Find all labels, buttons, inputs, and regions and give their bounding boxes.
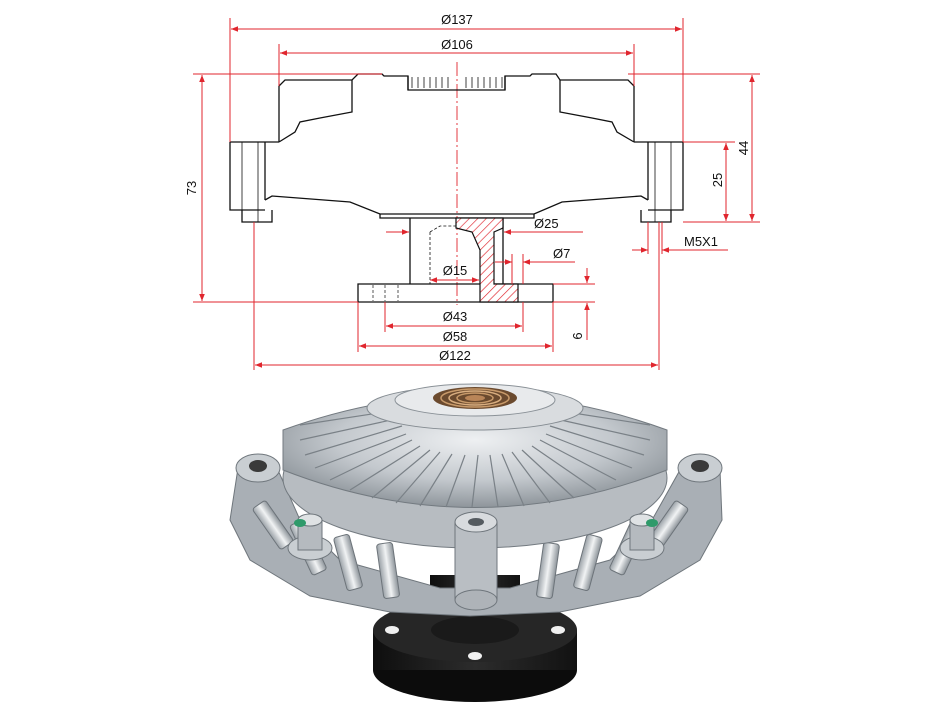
bolt-hole bbox=[468, 652, 482, 660]
dimension-h73: 73 bbox=[184, 73, 382, 303]
label-h6: 6 bbox=[570, 332, 585, 339]
label-h25: 25 bbox=[710, 173, 725, 187]
dimension-d122: Ø122 bbox=[253, 222, 660, 370]
dimension-d7: Ø7 bbox=[495, 246, 575, 284]
label-d58: Ø58 bbox=[443, 329, 468, 344]
radial-fins bbox=[299, 409, 651, 508]
label-d25: Ø25 bbox=[534, 216, 559, 231]
label-thread: M5X1 bbox=[684, 234, 718, 249]
dimension-h44: 44 bbox=[628, 73, 760, 223]
label-d43: Ø43 bbox=[443, 309, 468, 324]
label-h73: 73 bbox=[184, 181, 199, 195]
dimension-thread: M5X1 bbox=[632, 222, 728, 254]
dimension-d15: Ø15 bbox=[430, 263, 479, 283]
label-d106: Ø106 bbox=[441, 37, 473, 52]
label-h44: 44 bbox=[736, 141, 751, 155]
dimension-d58: Ø58 bbox=[357, 302, 554, 352]
fan-clutch-photo bbox=[229, 383, 723, 702]
front-studs bbox=[287, 511, 665, 611]
dimension-h25: 25 bbox=[683, 141, 735, 221]
dimension-d43: Ø43 bbox=[384, 302, 524, 332]
label-d137: Ø137 bbox=[441, 12, 473, 27]
section-hatch bbox=[455, 217, 519, 303]
label-d15: Ø15 bbox=[443, 263, 468, 278]
dimension-h6: 6 bbox=[553, 268, 595, 340]
label-d122: Ø122 bbox=[439, 348, 471, 363]
label-d7: Ø7 bbox=[553, 246, 570, 261]
bimetal-spring bbox=[433, 387, 517, 409]
bolt-hole bbox=[385, 626, 399, 634]
dimension-d25: Ø25 bbox=[386, 216, 583, 235]
dimension-d106: Ø106 bbox=[278, 37, 635, 86]
technical-drawing: Ø137 Ø106 73 44 25 bbox=[184, 12, 760, 370]
top-fins bbox=[411, 77, 503, 88]
dimension-d137: Ø137 bbox=[229, 12, 684, 142]
bolt-hole bbox=[551, 626, 565, 634]
